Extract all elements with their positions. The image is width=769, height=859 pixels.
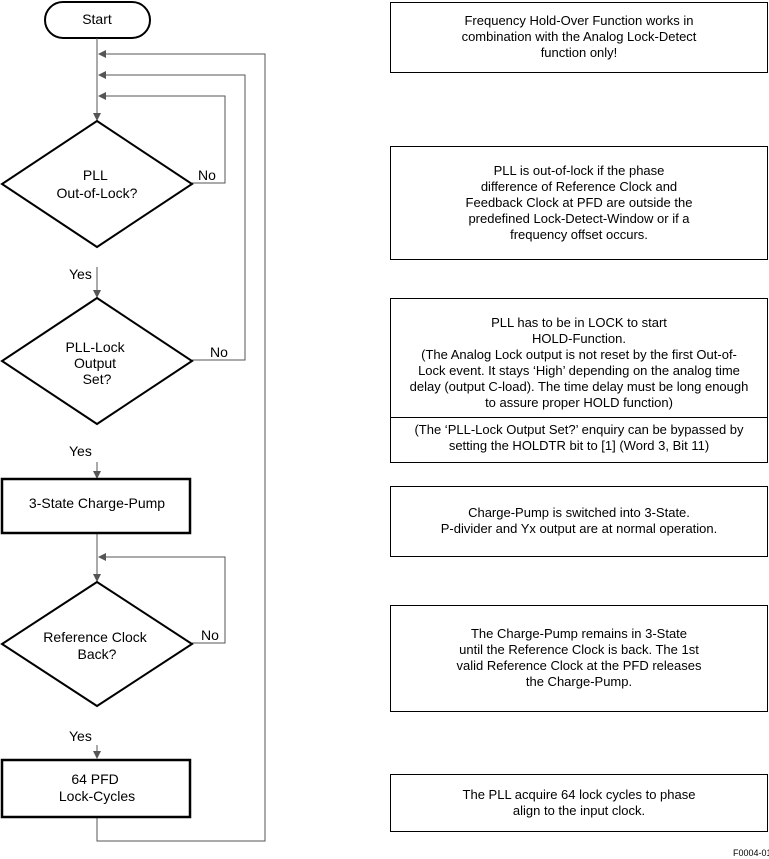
note-lock-output-line: (The Analog Lock output is not reset by … [421, 347, 737, 362]
note-ref-clock: The Charge-Pump remains in 3-State until… [390, 605, 768, 712]
note-lock-output-line: to assure proper HOLD function) [485, 395, 673, 410]
decision-lock-output [0, 296, 194, 426]
note-ref-clock-line: the Charge-Pump. [525, 674, 633, 689]
no-label-3: No [201, 627, 219, 643]
process-lock-cycles-line2: Lock-Cycles [59, 788, 135, 804]
note-lock-cycles: The PLL acquire 64 lock cycles to phase … [390, 774, 768, 832]
note-out-of-lock-line: PLL is out-of-lock if the phase [493, 163, 665, 178]
note-holdover-line: Frequency Hold-Over Function works in [464, 13, 694, 28]
decision-lock-output-line1: PLL-Lock [65, 339, 125, 355]
note-ref-clock-line: valid Reference Clock at the PFD release… [456, 658, 702, 673]
figure-id: F0004-01 [733, 848, 769, 858]
no-label-2: No [210, 344, 228, 360]
process-charge-pump [0, 477, 192, 535]
note-out-of-lock-line: difference of Reference Clock and [480, 179, 678, 194]
note-lock-output-line: PLL has to be in LOCK to start [491, 315, 667, 330]
process-charge-pump-label: 3-State Charge-Pump [29, 495, 165, 511]
svg-text:PLL-Lock Output Set?: PLL-Lock Output Set? [65, 339, 128, 387]
yes-label-1: Yes [69, 266, 92, 282]
note-holdover-line: function only! [540, 45, 618, 60]
note-ref-clock-line: until the Reference Clock is back. The 1… [459, 642, 699, 657]
note-holdover: Frequency Hold-Over Function works in co… [390, 2, 768, 73]
note-out-of-lock: PLL is out-of-lock if the phase differen… [390, 146, 768, 260]
yes-label-3: Yes [69, 728, 92, 744]
decision-lock-output-line2: Output [74, 355, 116, 371]
yes-label-2: Yes [69, 443, 92, 459]
note-charge-pump-line: P-divider and Yx output are at normal op… [440, 521, 718, 536]
note-lock-output: PLL has to be in LOCK to start HOLD-Func… [390, 298, 768, 463]
note-lock-output-line: Lock event. It stays ‘High’ depending on… [418, 363, 740, 378]
note-charge-pump-line: Charge-Pump is switched into 3-State. [468, 505, 690, 520]
decision-ref-clock [0, 580, 194, 708]
note-holdover-line: combination with the Analog Lock-Detect [461, 29, 697, 44]
svg-text:PLL Out-of-Lock?: PLL Out-of-Lock? [57, 167, 138, 201]
svg-text:Reference Clock Back?: Reference Clock Back? [43, 629, 150, 662]
note-lock-cycles-line: The PLL acquire 64 lock cycles to phase [462, 787, 696, 802]
note-out-of-lock-line: frequency offset occurs. [510, 227, 648, 242]
svg-text:64 PFD Lock-Cycles: 64 PFD Lock-Cycles [59, 771, 135, 804]
connectors [93, 38, 266, 842]
decision-lock-output-line3: Set? [83, 371, 112, 387]
note-charge-pump: Charge-Pump is switched into 3-State. P-… [390, 486, 768, 557]
note-out-of-lock-line: Feedback Clock at PFD are outside the [465, 195, 693, 210]
decision-out-of-lock [0, 119, 194, 249]
decision-ref-clock-line1: Reference Clock [43, 629, 147, 645]
note-out-of-lock-line: predefined Lock-Detect-Window or if a [468, 211, 690, 226]
decision-ref-clock-line2: Back? [78, 646, 117, 662]
note-lock-bypass: (The ‘PLL-Lock Output Set?’ enquiry can … [391, 417, 767, 454]
note-ref-clock-line: The Charge-Pump remains in 3-State [470, 626, 688, 641]
note-lock-bypass-line: (The ‘PLL-Lock Output Set?’ enquiry can … [414, 422, 744, 437]
start-label: Start [82, 11, 112, 27]
no-label-1: No [198, 167, 216, 183]
decision-out-of-lock-line2: Out-of-Lock? [57, 185, 138, 201]
note-lock-cycles-line: align to the input clock. [512, 803, 646, 818]
note-lock-output-line: delay (output C-load). The time delay mu… [409, 379, 749, 394]
process-lock-cycles [0, 758, 192, 819]
note-lock-output-line: HOLD-Function. [532, 331, 626, 346]
process-lock-cycles-line1: 64 PFD [71, 771, 118, 787]
note-lock-bypass-line: setting the HOLDTR bit to [1] (Word 3, B… [448, 438, 710, 453]
decision-out-of-lock-line1: PLL [83, 167, 108, 183]
